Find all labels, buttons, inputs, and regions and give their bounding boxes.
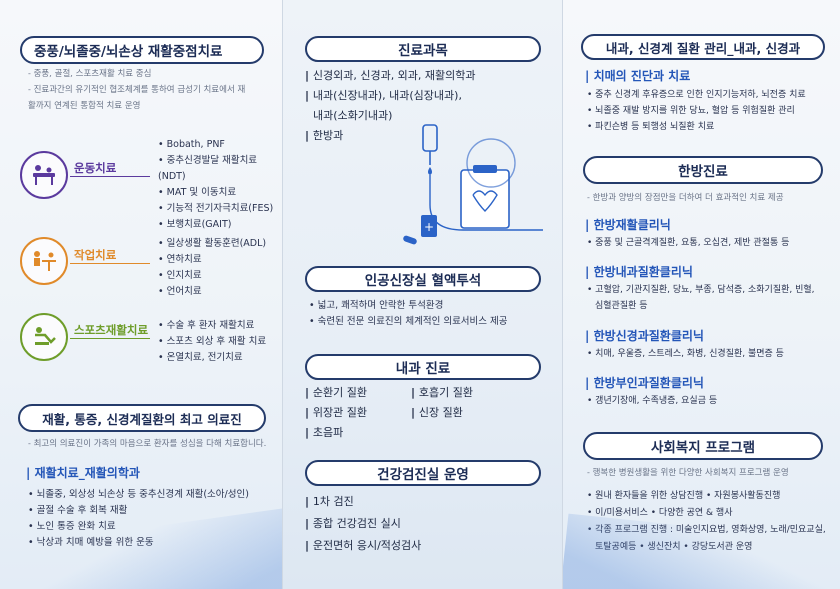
divider (70, 263, 150, 264)
welfare-title: 사회복지 프로그램 (583, 432, 823, 460)
therapy-items: 수술 후 환자 재활치료 스포츠 외상 후 재활 치료 온열치료, 전기치료 (158, 318, 266, 366)
departments-title: 진료과목 (305, 36, 541, 62)
rehab-title: 중풍/뇌졸중/뇌손상 재활중점치료 (20, 36, 264, 64)
sports-rehab-icon (20, 313, 68, 361)
medical-staff-title: 재활, 통증, 신경계질환의 최고 의료진 (18, 404, 266, 432)
internal-list-right: 호흡기 질환 신장 질환 (411, 383, 541, 423)
divider (70, 176, 150, 177)
svg-text:+: + (424, 220, 434, 234)
clinic-name: 한방재활클리닉 (585, 216, 671, 233)
divider (70, 338, 150, 339)
clinic-name: 한방내과질환클리닉 (585, 263, 693, 280)
iv-drip-illustration-icon: + (403, 124, 543, 245)
clinic-desc: 중풍 및 근골격계질환, 요통, 오십견, 제반 관절통 등 (587, 235, 789, 251)
clinic-desc: 갱년기장애, 수족냉증, 요실금 등 (587, 393, 717, 409)
clinic-name: 한방부인과질환클리닉 (585, 374, 704, 391)
therapy-label: 운동치료 (74, 161, 117, 175)
neurology-title: 내과, 신경계 질환 관리_내과, 신경과 (581, 34, 825, 60)
therapy-items: 일상생활 활동훈련(ADL) 연하치료 인지치료 언어치료 (158, 236, 266, 300)
clinic-desc: 치매, 우울증, 스트레스, 화병, 신경질환, 불면증 등 (587, 346, 784, 362)
internal-list-left: 순환기 질환 위장관 질환 초음파 (305, 383, 415, 443)
internal-medicine-title: 내과 진료 (305, 354, 541, 380)
panel-departments: 진료과목 신경외과, 신경과, 외과, 재활의학과 내과(신장내과), 내과(심… (282, 0, 562, 589)
welfare-note: - 행복한 병원생활을 위한 다양한 사회복지 프로그램 운영 (587, 468, 789, 478)
therapy-label: 작업치료 (74, 248, 117, 262)
rehab-sub-title: 재활치료_재활의학과 (26, 464, 140, 481)
dementia-title: 치매의 진단과 치료 (585, 67, 691, 84)
dialysis-title: 인공신장실 혈액투석 (305, 266, 541, 292)
therapy-label: 스포츠재활치료 (74, 323, 149, 337)
medical-staff-note: - 최고의 의료진이 가족의 마음으로 환자를 성심을 다해 치료합니다. (28, 439, 267, 449)
exercise-icon (20, 151, 68, 199)
oriental-note: - 한방과 양방의 장점만을 더하여 더 효과적인 치료 제공 (587, 193, 784, 203)
oriental-title: 한방진료 (583, 156, 823, 184)
welfare-items: 원내 환자들을 위한 상담진행 • 자원봉사활동진행 이/미용서비스 • 다양한… (587, 488, 826, 556)
rehab-notes: - 중풍, 골절, 스포츠재활 치료 중심 - 진료과간의 유기적인 협조체계를… (28, 69, 246, 111)
dialysis-items: 넓고, 쾌적하며 안락한 투석환경 숙련된 전문 의료진의 체계적인 의료서비스… (309, 298, 508, 330)
dementia-items: 중추 신경계 후유증으로 인한 인지기능저하, 뇌전증 치료 뇌졸중 재발 방지… (587, 87, 805, 135)
occupational-icon (20, 237, 68, 285)
panel-neurology: 내과, 신경계 질환 관리_내과, 신경과 치매의 진단과 치료 중추 신경계 … (562, 0, 840, 589)
therapy-items: Bobath, PNF 중추신경발달 재활치료(NDT) MAT 및 이동치료 … (158, 137, 282, 233)
checkup-title: 건강검진실 운영 (305, 460, 541, 486)
department-list: 신경외과, 신경과, 외과, 재활의학과 내과(신장내과), 내과(심장내과),… (305, 66, 555, 146)
rehab-sub-items: 뇌졸중, 외상성 뇌손상 등 중추신경계 재활(소아/성인) 골절 수술 후 회… (28, 487, 249, 551)
panel-rehab: 중풍/뇌졸중/뇌손상 재활중점치료 - 중풍, 골절, 스포츠재활 치료 중심 … (0, 0, 282, 589)
clinic-desc: 고혈압, 기관지질환, 당뇨, 부종, 담석증, 소화기질환, 빈혈, 심혈관질… (587, 282, 815, 314)
clinic-name: 한방신경과질환클리닉 (585, 327, 704, 344)
checkup-list: 1차 검진 종합 건강검진 실시 운전면허 응시/적성검사 (305, 491, 555, 557)
